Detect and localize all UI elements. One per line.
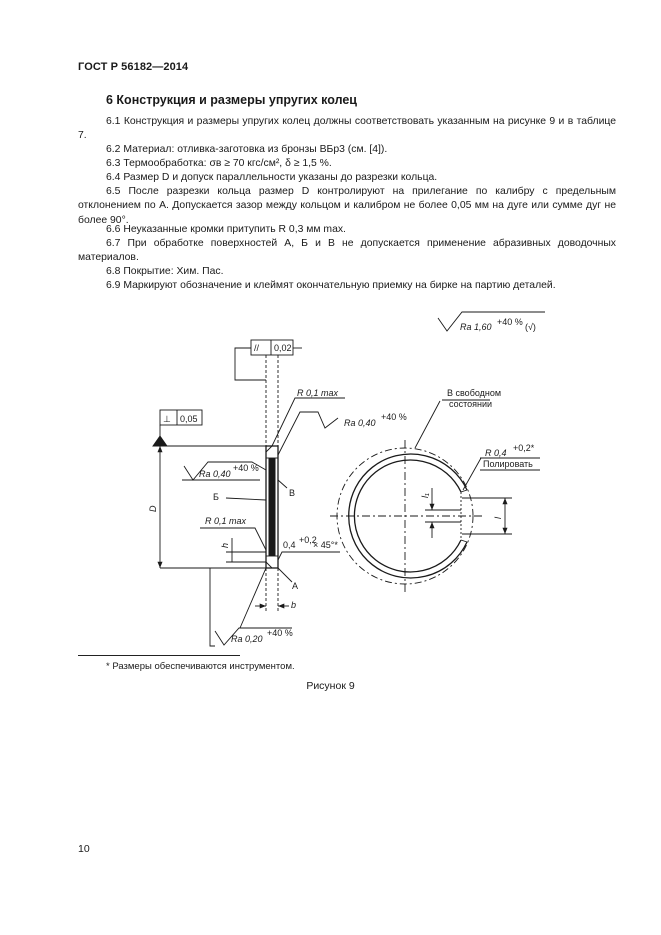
svg-text:l: l [493,516,503,519]
paragraph-6-9: 6.9 Маркируют обозначение и клеймят окон… [106,280,556,291]
svg-text:× 45°*: × 45°* [313,540,338,550]
ra-bottom-label: Ra 0,20 [231,634,263,644]
paragraph-6-2: 6.2 Материал: отливка-заготовка из бронз… [106,144,388,155]
ra-left-label: Ra 0,40 [199,469,231,479]
r-polish-label: R 0,4 [485,448,507,458]
footnote-rule [78,655,240,656]
svg-text:0,05: 0,05 [180,414,198,424]
svg-text:b: b [291,600,296,610]
label-d: D [148,505,158,512]
label-b-cyr: Б [213,492,219,502]
svg-text:(√): (√) [525,322,536,332]
polish-label: Полировать [483,459,533,469]
page-number: 10 [78,843,90,855]
svg-text:+0,2*: +0,2* [513,443,535,453]
svg-text:l₁: l₁ [420,493,430,498]
general-roughness-symbol [437,311,545,332]
chamfer-label: 0,4 [283,540,296,550]
rough-general-text: Ra 1,60 [460,322,492,332]
parallelism-frame [234,339,302,381]
paragraph-6-8: 6.8 Покрытие: Хим. Пас. [106,266,224,277]
paragraph-6-5: 6.5 После разрезки кольца размер D контр… [78,186,616,226]
label-v-cyr: В [289,488,295,498]
paragraph-6-4: 6.4 Размер D и допуск параллельности ука… [106,172,438,183]
svg-text:+40 %: +40 % [497,317,523,327]
document-header: ГОСТ Р 56182—2014 [78,61,189,73]
label-a-cyr: А [292,581,298,591]
ring-plan-view [330,440,512,592]
svg-text:h: h [220,543,230,548]
r-top-label: R 0,1 max [297,388,339,398]
svg-text:0,02: 0,02 [274,343,292,353]
svg-text:+40 %: +40 % [381,412,407,422]
figure-caption: Рисунок 9 [306,680,355,692]
parallel-symbol-icon: // [254,343,260,353]
ring-section [265,445,279,569]
perpendicular-symbol-icon: ⊥ [163,414,171,424]
footnote: * Размеры обеспечиваются инструментом. [106,661,295,672]
leader-r-top [271,397,345,447]
paragraph-6-1: 6.1 Конструкция и размеры упругих колец … [78,116,616,142]
section-title: 6 Конструкция и размеры упругих колец [106,93,357,107]
datum-triangle-icon [152,435,168,447]
ra-right-label: Ra 0,40 [344,418,376,428]
svg-text:состоянии: состоянии [449,399,492,409]
svg-text:+40 %: +40 % [267,628,293,638]
paragraph-6-6: 6.6 Неуказанные кромки притупить R 0,3 м… [106,224,346,235]
free-state-label: В свободном [447,388,501,398]
svg-text:+0,2: +0,2 [299,535,317,545]
paragraph-6-3: 6.3 Термообработка: σв ≥ 70 кгс/см², δ ≥… [106,158,332,169]
r-bottom-label: R 0,1 max [205,516,247,526]
svg-text:+40 %: +40 % [233,463,259,473]
paragraph-6-7: 6.7 При обработке поверхностей А, Б и В … [78,238,616,264]
